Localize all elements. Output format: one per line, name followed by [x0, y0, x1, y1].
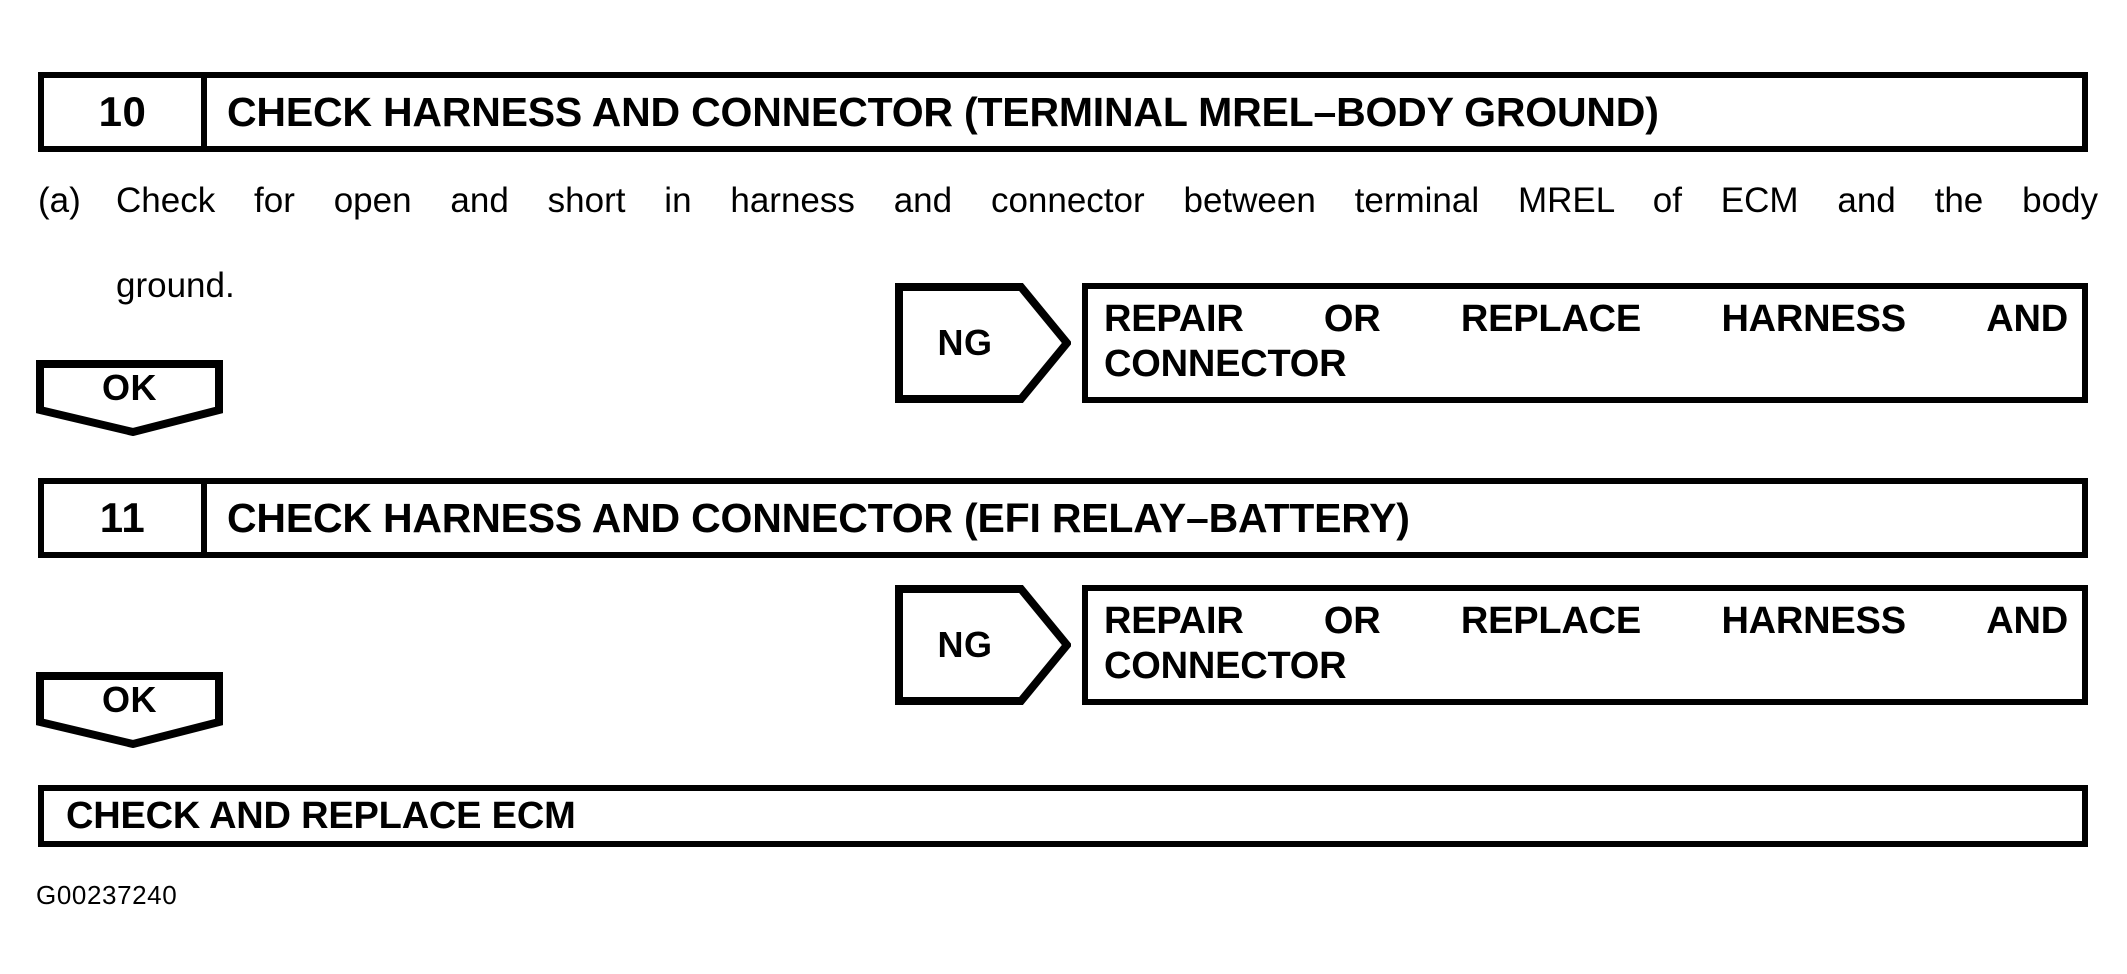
procedure-line-2: ground. — [116, 266, 235, 306]
branch-ng-1: NG — [895, 283, 1071, 403]
branch-ok-label-2: OK — [102, 679, 157, 720]
step-number-10: 10 — [44, 78, 207, 146]
action-word: OR — [1323, 600, 1381, 642]
action-line-2-1: REPAIR OR REPLACE HARNESS AND — [1104, 599, 2068, 644]
figure-reference-code: G00237240 — [36, 880, 178, 910]
step-number-11: 11 — [44, 484, 207, 552]
final-result-bar: CHECK AND REPLACE ECM — [38, 785, 2088, 847]
action-word: OR — [1323, 298, 1381, 340]
action-word: HARNESS — [1721, 600, 1906, 642]
action-line-1-2: CONNECTOR — [1104, 342, 1347, 385]
branch-ng-label-2: NG — [937, 624, 993, 665]
procedure-paragraph-10: (a) Check for open and short in harness … — [38, 180, 2098, 308]
step-title-10: CHECK HARNESS AND CONNECTOR (TERMINAL MR… — [227, 88, 1659, 135]
step-header-10: 10 CHECK HARNESS AND CONNECTOR (TERMINAL… — [38, 72, 2088, 152]
action-line-1-1: REPAIR OR REPLACE HARNESS AND — [1104, 297, 2068, 342]
action-word: HARNESS — [1721, 298, 1906, 340]
procedure-text-10: Check for open and short in harness and … — [116, 180, 2098, 308]
procedure-line-1: Check for open and short in harness and … — [116, 181, 2098, 220]
procedure-marker-10: (a) — [38, 181, 81, 220]
branch-ng-label-1: NG — [937, 322, 993, 363]
step-title-11: CHECK HARNESS AND CONNECTOR (EFI RELAY–B… — [227, 494, 1410, 541]
branch-ok-1: OK — [36, 360, 223, 436]
action-word: REPAIR — [1104, 600, 1244, 642]
action-word: REPLACE — [1460, 600, 1642, 642]
action-word: AND — [1986, 600, 2068, 642]
action-word: AND — [1986, 298, 2068, 340]
action-box-1: REPAIR OR REPLACE HARNESS AND CONNECTOR — [1082, 283, 2088, 403]
action-line-2-2: CONNECTOR — [1104, 644, 1347, 687]
branch-ok-label-1: OK — [102, 367, 157, 408]
action-word: REPAIR — [1104, 298, 1244, 340]
branch-ng-2: NG — [895, 585, 1071, 705]
action-word: REPLACE — [1460, 298, 1642, 340]
action-box-2: REPAIR OR REPLACE HARNESS AND CONNECTOR — [1082, 585, 2088, 705]
step-header-11: 11 CHECK HARNESS AND CONNECTOR (EFI RELA… — [38, 478, 2088, 558]
branch-ok-2: OK — [36, 672, 223, 748]
